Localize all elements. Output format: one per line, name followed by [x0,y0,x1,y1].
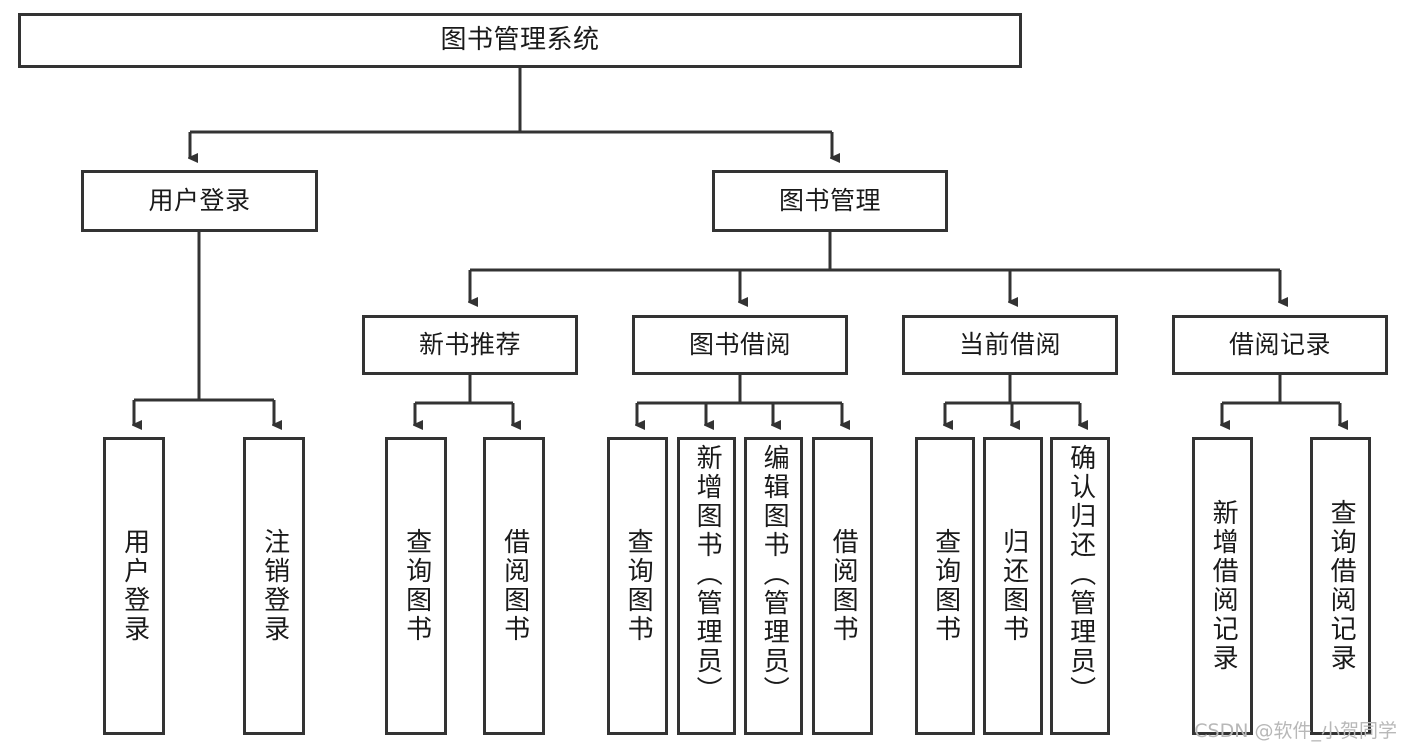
node-borrow-record[interactable]: 借阅记录 [1172,315,1388,375]
node-leaf-query-book-1[interactable]: 查询图书 [385,437,447,735]
node-borrow-record-label: 借阅记录 [1228,330,1331,359]
node-book-borrow[interactable]: 图书借阅 [632,315,848,375]
node-new-book-recommend[interactable]: 新书推荐 [362,315,578,375]
node-leaf-logout[interactable]: 注销登录 [243,437,305,735]
node-leaf-borrow-book-1[interactable]: 借阅图书 [483,437,545,735]
node-leaf-query-book-3[interactable]: 查询图书 [915,437,975,735]
node-leaf-query-book-3-label: 查询图书 [930,528,961,644]
node-leaf-query-book-1-label: 查询图书 [401,528,432,644]
node-leaf-add-borrow-record-label: 新增借阅记录 [1208,499,1239,673]
node-book-management-label: 图书管理 [778,186,881,215]
node-root[interactable]: 图书管理系统 [18,13,1022,68]
node-leaf-return-book-label: 归还图书 [998,528,1029,644]
node-leaf-add-borrow-record[interactable]: 新增借阅记录 [1192,437,1253,735]
node-leaf-borrow-book-2-label: 借阅图书 [828,528,859,644]
node-root-label: 图书管理系统 [440,24,600,55]
node-leaf-query-borrow-record[interactable]: 查询借阅记录 [1310,437,1371,735]
node-leaf-borrow-book-1-label: 借阅图书 [499,528,530,644]
node-leaf-add-book-admin-label: 新增图书（管理员） [692,444,723,705]
node-leaf-add-book-admin[interactable]: 新增图书（管理员） [677,437,736,735]
node-leaf-borrow-book-2[interactable]: 借阅图书 [812,437,873,735]
node-leaf-logout-label: 注销登录 [259,528,290,644]
node-new-book-recommend-label: 新书推荐 [418,330,521,359]
node-leaf-confirm-return-admin[interactable]: 确认归还（管理员） [1050,437,1110,735]
node-leaf-confirm-return-admin-label: 确认归还（管理员） [1065,444,1096,705]
node-current-borrow-label: 当前借阅 [958,330,1061,359]
node-current-borrow[interactable]: 当前借阅 [902,315,1118,375]
node-leaf-edit-book-admin-label: 编辑图书（管理员） [759,444,790,705]
node-user-login[interactable]: 用户登录 [81,170,318,232]
node-leaf-user-login[interactable]: 用户登录 [103,437,165,735]
node-leaf-edit-book-admin[interactable]: 编辑图书（管理员） [744,437,803,735]
csdn-watermark: CSDN @软件_小贺同学 [1194,720,1397,742]
node-user-login-label: 用户登录 [148,186,251,215]
node-leaf-user-login-label: 用户登录 [119,528,150,644]
node-leaf-return-book[interactable]: 归还图书 [983,437,1043,735]
node-leaf-query-borrow-record-label: 查询借阅记录 [1326,499,1357,673]
node-book-borrow-label: 图书借阅 [688,330,791,359]
node-book-management[interactable]: 图书管理 [712,170,948,232]
node-leaf-query-book-2[interactable]: 查询图书 [607,437,668,735]
node-leaf-query-book-2-label: 查询图书 [623,528,654,644]
